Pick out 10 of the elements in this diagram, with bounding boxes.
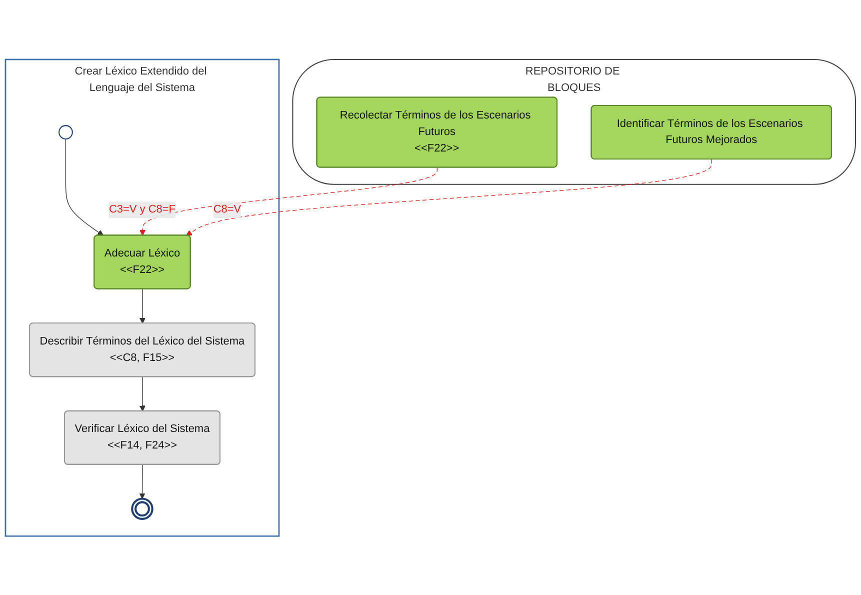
edge-label: C8=V xyxy=(213,203,242,215)
edge-label: C3=V y C8=F xyxy=(108,203,176,215)
arrow xyxy=(139,376,146,412)
arrow xyxy=(139,464,146,499)
node-circle xyxy=(131,497,154,520)
arrow xyxy=(140,166,438,236)
arrow xyxy=(139,288,146,324)
arrow xyxy=(65,138,104,236)
node-circle xyxy=(58,124,73,140)
arrow xyxy=(186,158,712,236)
